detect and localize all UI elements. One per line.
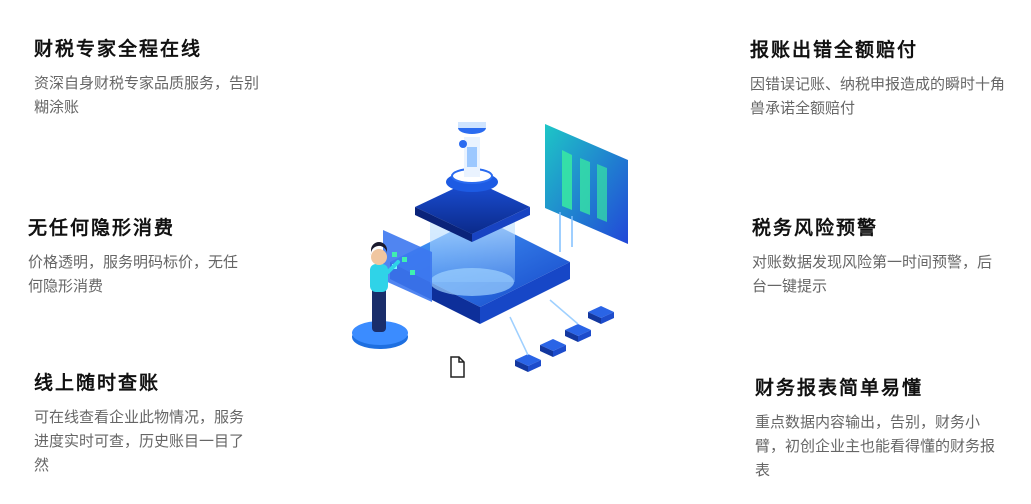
feature-desc: 因错误记账、纳税申报造成的瞬时十角兽承诺全额赔付 [750,75,1006,117]
feature-online-ledger: 线上随时查账 可在线查看企业此物情况，服务进度实时可查，历史账目一目了然 [34,368,249,477]
right-chart-screen [545,124,628,252]
feature-desc: 可在线查看企业此物情况，服务进度实时可查，历史账目一目了然 [34,408,245,474]
feature-title: 财务报表简单易懂 [755,377,924,399]
feature-simple-reports: 财务报表简单易懂 重点数据内容输出，告别，财务小臂，初创企业主也能看得懂的财务报… [755,373,1005,482]
feature-title: 税务风险预警 [752,217,879,239]
feature-tax-risk-alert: 税务风险预警 对账数据发现风险第一时间预警，后台一键提示 [752,213,1002,298]
text-cursor-icon [450,356,465,378]
left-screen [383,230,432,302]
feature-desc: 价格透明，服务明码标价，无任何隐形消费 [28,253,239,295]
data-platform-illustration [352,122,628,372]
feature-no-hidden-fees: 无任何隐形消费 价格透明，服务明码标价，无任何隐形消费 [28,213,238,298]
feature-title: 无任何隐形消费 [28,217,176,239]
feature-title: 财税专家全程在线 [34,38,203,60]
server-stacks [509,299,614,372]
antenna-tower [446,122,498,192]
feature-desc: 资深自身财税专家品质服务，告别糊涂账 [34,74,260,116]
feature-title: 线上随时查账 [34,372,161,394]
feature-expert-online: 财税专家全程在线 资深自身财税专家品质服务，告别糊涂账 [34,34,264,119]
feature-desc: 对账数据发现风险第一时间预警，后台一键提示 [752,253,993,295]
feature-full-compensation: 报账出错全额赔付 因错误记账、纳税申报造成的瞬时十角兽承诺全额赔付 [750,35,1010,120]
feature-title: 报账出错全额赔付 [750,39,919,61]
top-tile [415,180,530,242]
person-figure [352,242,408,349]
feature-desc: 重点数据内容输出，告别，财务小臂，初创企业主也能看得懂的财务报表 [755,413,996,479]
